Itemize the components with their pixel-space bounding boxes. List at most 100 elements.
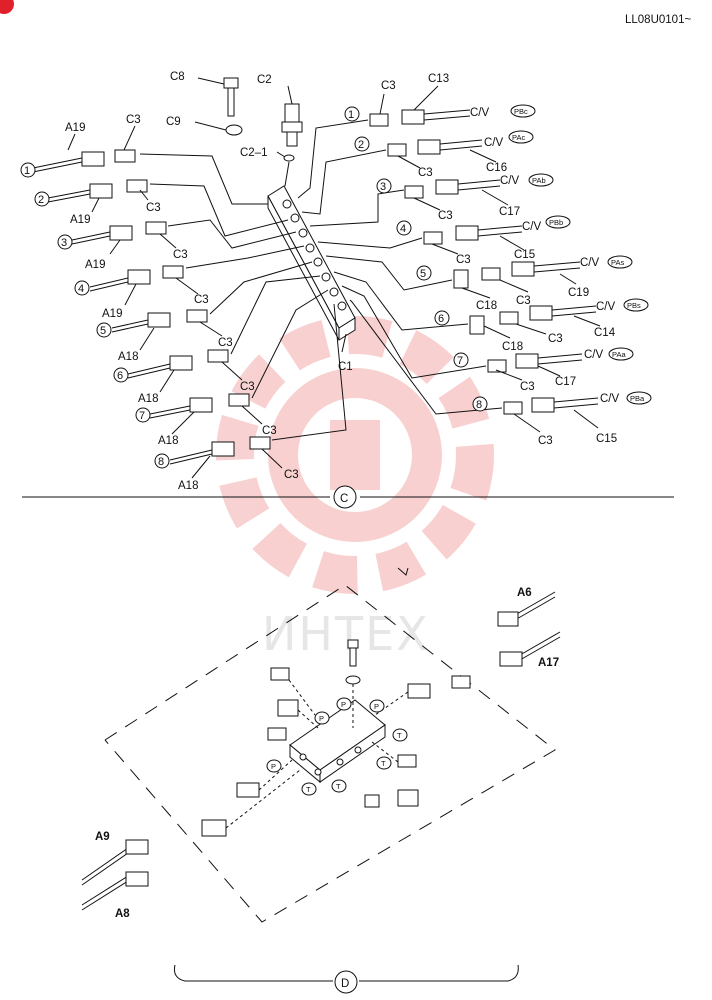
num-5-left: 5 <box>100 325 106 337</box>
section-divider-c: C <box>22 485 674 509</box>
label-c3-l5: C3 <box>218 337 233 349</box>
tag-t-4: T <box>336 782 341 791</box>
tag-pbb: PBb <box>549 218 563 227</box>
watermark-text: ИНТЕХ <box>262 607 430 661</box>
num-6-left: 6 <box>117 370 123 382</box>
tag-t-2: T <box>381 759 386 768</box>
label-c3-l2: C3 <box>146 202 161 214</box>
label-c2-1: C2–1 <box>240 147 268 159</box>
isometric-assembly-d <box>81 567 561 923</box>
right-hose-group <box>297 109 599 415</box>
label-a17: A17 <box>538 657 559 669</box>
num-2-right: 2 <box>358 139 364 151</box>
label-c3-r8: C3 <box>538 435 553 447</box>
label-cv-8: C/V <box>600 393 620 405</box>
left-hose-group <box>32 149 347 465</box>
label-c14: C14 <box>594 327 616 339</box>
label-c19: C19 <box>568 287 589 299</box>
label-c3-l1: C3 <box>126 114 141 126</box>
label-a8: A8 <box>115 908 130 920</box>
label-c3-r7: C3 <box>520 381 535 393</box>
corner-marker <box>0 0 14 14</box>
label-cv-7: C/V <box>584 349 604 361</box>
label-cv-1: C/V <box>470 107 490 119</box>
label-a19-2: A19 <box>70 214 90 226</box>
label-c3-r3: C3 <box>438 210 453 222</box>
label-a18-2: A18 <box>138 393 158 405</box>
label-a9: A9 <box>95 831 110 843</box>
tag-p-3: P <box>374 702 379 711</box>
label-c17-2: C17 <box>555 376 576 388</box>
tag-pba: PBa <box>630 394 645 403</box>
label-a19-3: A19 <box>85 259 105 271</box>
label-c15-1: C15 <box>514 249 535 261</box>
label-c3-r1: C3 <box>381 80 396 92</box>
tag-paa: PAa <box>612 350 626 359</box>
section-divider-d: D <box>174 964 519 994</box>
label-cv-6: C/V <box>596 301 616 313</box>
watermark-gear-logo <box>216 316 494 594</box>
label-cv-3: C/V <box>500 175 520 187</box>
label-c2: C2 <box>257 74 272 86</box>
label-c3-l7: C3 <box>262 425 277 437</box>
label-c3-r6: C3 <box>548 333 563 345</box>
tag-pab: PAb <box>532 176 546 185</box>
tag-p-1: P <box>341 700 346 709</box>
num-5-right: 5 <box>420 268 426 280</box>
tag-pas: PAs <box>611 258 624 267</box>
tag-pac: PAc <box>512 133 525 142</box>
label-a19-1: A19 <box>65 122 85 134</box>
label-c3-l6: C3 <box>240 381 255 393</box>
page-code: LL08U0101~ <box>625 14 691 26</box>
label-c16: C16 <box>486 162 507 174</box>
num-6-right: 6 <box>438 313 444 325</box>
label-a18-3: A18 <box>158 435 178 447</box>
label-c3-l4: C3 <box>194 294 209 306</box>
tag-p-4: P <box>271 762 276 771</box>
label-c3-r2: C3 <box>418 167 433 179</box>
bolt-c8 <box>197 77 239 117</box>
oring-c2-1 <box>283 154 295 162</box>
label-c9: C9 <box>166 116 181 128</box>
manifold-block-c1 <box>267 185 356 341</box>
valve-c2 <box>281 85 303 147</box>
num-3-left: 3 <box>61 237 67 249</box>
num-4-right: 4 <box>400 223 406 235</box>
num-1-left: 1 <box>24 165 30 177</box>
label-c18-1: C18 <box>476 300 497 312</box>
label-cv-4: C/V <box>522 221 542 233</box>
num-8-right: 8 <box>476 399 482 411</box>
label-c17-1: C17 <box>499 206 520 218</box>
label-c1: C1 <box>338 361 353 373</box>
num-8-left: 8 <box>158 456 164 468</box>
label-c8: C8 <box>170 71 185 83</box>
num-7-left: 7 <box>139 410 145 422</box>
tag-pbc: PBc <box>514 107 528 116</box>
label-c3-r5: C3 <box>516 295 531 307</box>
label-cv-2: C/V <box>484 137 504 149</box>
label-c3-r4: C3 <box>456 254 471 266</box>
label-c3-l8: C3 <box>284 469 299 481</box>
label-c15-2: C15 <box>596 433 617 445</box>
pt-tags: P P P P T T T T <box>266 697 408 796</box>
label-c3-l3: C3 <box>173 249 188 261</box>
label-a6: A6 <box>517 587 532 599</box>
tag-t-1: T <box>397 731 402 740</box>
label-cv-5: C/V <box>580 257 600 269</box>
callout-leaders <box>67 85 601 479</box>
circled-numbers: 1 2 3 4 5 6 7 8 1 2 3 4 5 6 7 8 <box>20 106 488 469</box>
num-2-left: 2 <box>38 194 44 206</box>
label-c18-2: C18 <box>502 341 523 353</box>
num-1-right: 1 <box>348 109 354 121</box>
section-label-c: C <box>340 493 348 505</box>
num-4-left: 4 <box>78 283 84 295</box>
num-3-right: 3 <box>380 181 386 193</box>
section-label-d: D <box>341 978 349 990</box>
label-c13: C13 <box>428 73 449 85</box>
tag-pbs: PBs <box>627 301 641 310</box>
tag-p-2: P <box>319 714 324 723</box>
label-a19-4: A19 <box>102 308 122 320</box>
port-tags: PBc PAc PAb PBb PAs PBs PAa PBa <box>508 104 652 405</box>
